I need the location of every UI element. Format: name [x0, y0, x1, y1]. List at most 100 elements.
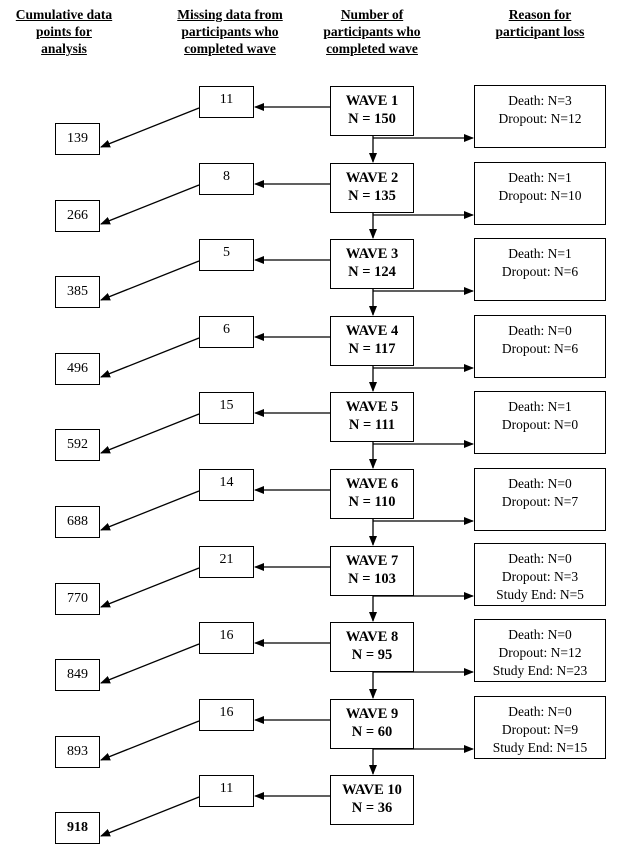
- arrow-to-cumulative: [100, 796, 200, 837]
- wave-label: WAVE 4: [345, 323, 399, 339]
- wave-count: N = 135: [348, 188, 396, 204]
- loss-reason-line: Study End: N=5: [496, 587, 584, 602]
- wave-label: WAVE 8: [345, 629, 399, 645]
- cumulative-value: 266: [67, 208, 88, 223]
- wave-label: WAVE 6: [345, 476, 399, 492]
- loss-reason-line: Death: N=0: [508, 476, 572, 491]
- arrow-to-cumulative: [100, 107, 200, 148]
- missing-data-value: 11: [219, 781, 234, 796]
- header-reason-line: Reason for: [508, 7, 572, 22]
- missing-data-value: 14: [219, 475, 234, 490]
- wave-count: N = 117: [348, 341, 396, 357]
- wave-box: WAVE 5 N = 111: [330, 392, 414, 442]
- loss-reason-line: Death: N=0: [508, 551, 572, 566]
- cumulative-value: 139: [67, 131, 88, 146]
- loss-reason-line: Death: N=3: [508, 93, 572, 108]
- header-reason-line: participant loss: [495, 24, 585, 39]
- wave-label: WAVE 7: [345, 553, 399, 569]
- loss-reason-line: Dropout: N=6: [501, 341, 579, 356]
- header-number-line: participants who: [323, 24, 421, 39]
- wave-count: N = 60: [351, 724, 393, 740]
- cumulative-value: 496: [67, 361, 88, 376]
- missing-data-value: 16: [219, 705, 234, 720]
- missing-data-box: 8: [199, 163, 254, 195]
- arrow-to-cumulative: [100, 490, 200, 531]
- header-missing-line: participants who: [181, 24, 279, 39]
- wave-count: N = 124: [348, 264, 396, 280]
- loss-reason-line: Death: N=0: [508, 627, 572, 642]
- arrow-to-cumulative: [100, 413, 200, 454]
- wave-count: N = 36: [351, 800, 393, 816]
- cumulative-box: 385: [55, 276, 100, 308]
- cumulative-value: 770: [67, 591, 88, 606]
- wave-count: N = 150: [348, 111, 396, 127]
- header-missing-line: completed wave: [184, 41, 276, 56]
- wave-box: WAVE 4 N = 117: [330, 316, 414, 366]
- arrow-to-cumulative: [100, 643, 200, 684]
- header-cumulative: Cumulative data points for analysis: [0, 6, 128, 57]
- header-missing-line: Missing data from: [177, 7, 283, 22]
- header-cumulative-line: analysis: [41, 41, 87, 56]
- loss-reason-line: Dropout: N=3: [501, 569, 579, 584]
- missing-data-value: 5: [223, 245, 230, 260]
- missing-data-box: 11: [199, 775, 254, 807]
- missing-data-value: 6: [223, 322, 230, 337]
- header-number-line: Number of: [340, 7, 404, 22]
- cumulative-box: 496: [55, 353, 100, 385]
- loss-reason-line: Dropout: N=9: [501, 722, 579, 737]
- wave-label: WAVE 2: [345, 170, 399, 186]
- wave-count: N = 95: [351, 647, 393, 663]
- missing-data-box: 6: [199, 316, 254, 348]
- missing-data-value: 11: [219, 92, 234, 107]
- cumulative-value: 592: [67, 437, 88, 452]
- loss-reason-line: Study End: N=23: [492, 663, 588, 678]
- wave-label: WAVE 5: [345, 399, 399, 415]
- loss-reason-line: Dropout: N=0: [501, 417, 579, 432]
- cumulative-box: 770: [55, 583, 100, 615]
- missing-data-box: 16: [199, 699, 254, 731]
- wave-count: N = 103: [348, 571, 396, 587]
- cumulative-box: 592: [55, 429, 100, 461]
- missing-data-value: 21: [219, 552, 234, 567]
- cumulative-value: 918: [67, 820, 88, 835]
- loss-reason-line: Death: N=0: [508, 704, 572, 719]
- missing-data-box: 16: [199, 622, 254, 654]
- loss-reason-line: Dropout: N=12: [498, 645, 582, 660]
- loss-reason-line: Study End: N=15: [492, 740, 588, 755]
- missing-data-box: 15: [199, 392, 254, 424]
- header-reason: Reason for participant loss: [470, 6, 610, 40]
- loss-reason-line: Death: N=1: [508, 246, 572, 261]
- header-number-line: completed wave: [326, 41, 418, 56]
- loss-reason-line: Death: N=1: [508, 170, 572, 185]
- cumulative-box: 849: [55, 659, 100, 691]
- missing-data-box: 11: [199, 86, 254, 118]
- header-missing: Missing data from participants who compl…: [160, 6, 300, 57]
- wave-count: N = 111: [348, 417, 396, 433]
- missing-data-value: 15: [219, 398, 234, 413]
- missing-data-value: 16: [219, 628, 234, 643]
- wave-box: WAVE 2 N = 135: [330, 163, 414, 213]
- missing-data-box: 14: [199, 469, 254, 501]
- wave-label: WAVE 9: [345, 706, 399, 722]
- loss-reason-line: Death: N=0: [508, 323, 572, 338]
- loss-reason-line: Dropout: N=10: [498, 188, 582, 203]
- wave-box: WAVE 9 N = 60: [330, 699, 414, 749]
- loss-reason-line: Dropout: N=12: [498, 111, 582, 126]
- cumulative-value: 893: [67, 744, 88, 759]
- header-cumulative-line: points for: [36, 24, 92, 39]
- header-number: Number of participants who completed wav…: [302, 6, 442, 57]
- cumulative-box: 266: [55, 200, 100, 232]
